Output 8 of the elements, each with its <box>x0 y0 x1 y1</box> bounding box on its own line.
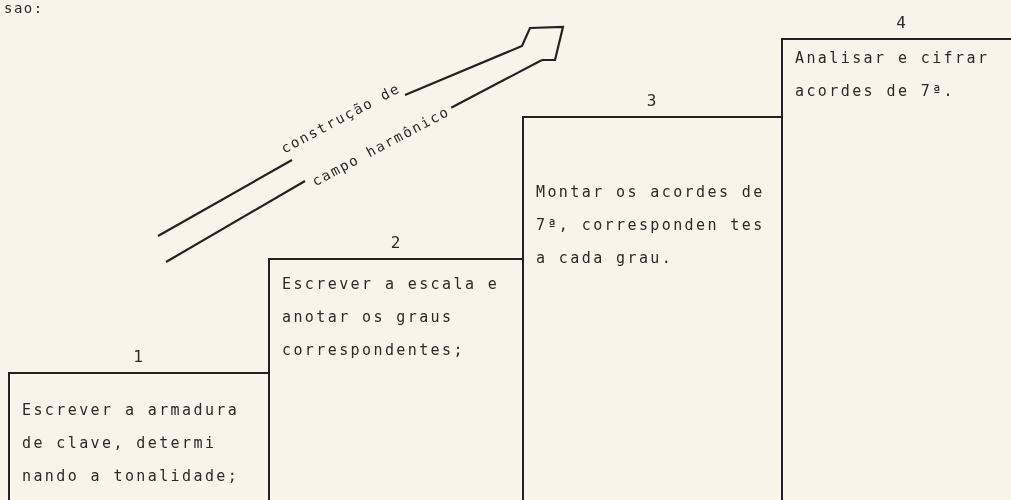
step-description: Montar os acordes de 7ª, corresponden tes a cada grau. <box>536 182 766 269</box>
step-description: Escrever a armadura de clave, determi nando a tonalidade; <box>22 400 241 487</box>
step-number: 4 <box>895 12 907 34</box>
step-description: Escrever a escala e anotar os graus correspondentes; <box>282 274 501 361</box>
step-number: 3 <box>645 90 658 112</box>
step-description: Analisar e cifrar acordes de 7ª. <box>795 48 991 102</box>
step-number: 2 <box>389 232 402 254</box>
step-number: 1 <box>132 346 144 368</box>
